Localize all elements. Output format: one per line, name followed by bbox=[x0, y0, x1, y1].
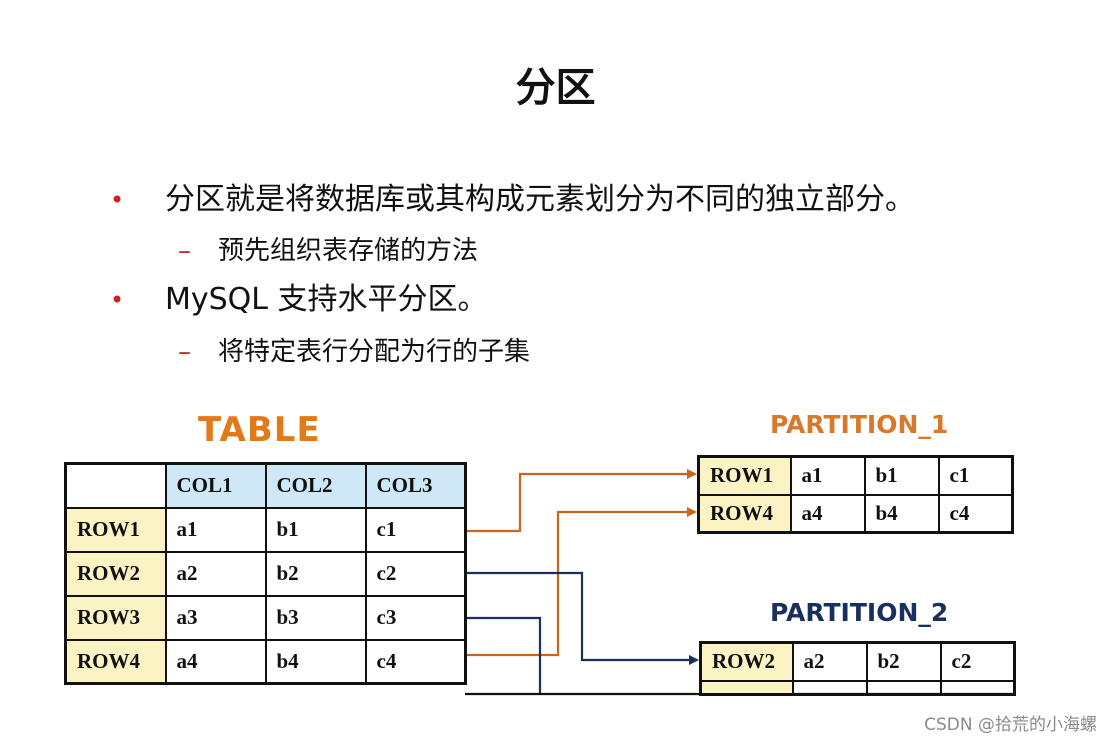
table-cell: b3 bbox=[264, 594, 367, 641]
watermark: CSDN @拾荒的小海螺 bbox=[924, 715, 1097, 735]
bullet-1-sub-text: 预先组织表存储的方法 bbox=[218, 236, 479, 266]
arrow-row4-to-partition-1 bbox=[467, 507, 697, 657]
bullet-marker: • bbox=[110, 186, 125, 214]
sub-bullet-marker: – bbox=[178, 236, 191, 266]
table-cell: c1 bbox=[937, 455, 1014, 496]
table-cell: b2 bbox=[865, 641, 942, 682]
table-cell: b4 bbox=[863, 493, 940, 534]
row-label: ROW2 bbox=[699, 641, 794, 682]
table-cell: a1 bbox=[789, 455, 866, 496]
bullet-marker: • bbox=[110, 286, 125, 314]
partition-1-table: ROW1 a1 b1 c1 ROW4 a4 b4 c4 bbox=[697, 455, 1014, 534]
slide-title: 分区 bbox=[515, 65, 596, 111]
table-cell: b2 bbox=[264, 550, 367, 597]
table-cell: a1 bbox=[164, 506, 267, 553]
table-corner-cell bbox=[64, 462, 167, 509]
arrow-row2-to-partition-2 bbox=[467, 571, 699, 665]
table-header-row: COL1 COL2 COL3 bbox=[64, 462, 467, 509]
column-header: COL1 bbox=[164, 462, 267, 509]
table-row: ROW4 a4 b4 c4 bbox=[697, 493, 1014, 534]
table-cell: c4 bbox=[364, 638, 467, 685]
table-cell: b1 bbox=[863, 455, 940, 496]
bullet-2-text: MySQL 支持水平分区。 bbox=[165, 282, 488, 317]
partition-1-label: PARTITION_1 bbox=[770, 410, 949, 439]
table-cell-empty bbox=[939, 679, 1016, 696]
table-label: TABLE bbox=[198, 410, 321, 450]
table-row: ROW1 a1 b1 c1 bbox=[697, 455, 1014, 496]
partition-2-table: ROW2 a2 b2 c2 bbox=[699, 641, 1016, 696]
column-header: COL3 bbox=[364, 462, 467, 509]
table-cell: a4 bbox=[164, 638, 267, 685]
arrow-row1-to-partition-1 bbox=[467, 469, 697, 533]
table-cell-empty bbox=[865, 679, 942, 696]
table-cell: a2 bbox=[164, 550, 267, 597]
row-label: ROW1 bbox=[64, 506, 167, 553]
table-cell: c3 bbox=[364, 594, 467, 641]
table-cell: c4 bbox=[937, 493, 1014, 534]
table-cell: a3 bbox=[164, 594, 267, 641]
table-row: ROW2 a2 b2 c2 bbox=[699, 641, 1016, 682]
row-label-empty bbox=[699, 679, 794, 696]
table-row: ROW3 a3 b3 c3 bbox=[64, 594, 467, 641]
table-cell: c2 bbox=[364, 550, 467, 597]
bullet-1-text: 分区就是将数据库或其构成元素划分为不同的独立部分。 bbox=[165, 182, 915, 217]
table-cell: a4 bbox=[789, 493, 866, 534]
row-label: ROW4 bbox=[697, 493, 792, 534]
table-cell: a2 bbox=[791, 641, 868, 682]
bullet-2-sub-text: 将特定表行分配为行的子集 bbox=[218, 337, 531, 367]
table-cell: c2 bbox=[939, 641, 1016, 682]
source-table: COL1 COL2 COL3 ROW1 a1 b1 c1 ROW2 a2 b2 … bbox=[64, 462, 467, 685]
row-label: ROW2 bbox=[64, 550, 167, 597]
row-label: ROW3 bbox=[64, 594, 167, 641]
table-row: ROW4 a4 b4 c4 bbox=[64, 638, 467, 685]
row-label: ROW1 bbox=[697, 455, 792, 496]
table-cell: c1 bbox=[364, 506, 467, 553]
column-header: COL2 bbox=[264, 462, 367, 509]
table-row: ROW2 a2 b2 c2 bbox=[64, 550, 467, 597]
partition-2-label: PARTITION_2 bbox=[770, 598, 949, 627]
line-row3-to-partition-2 bbox=[467, 616, 542, 694]
table-cell: b4 bbox=[264, 638, 367, 685]
table-cell-empty bbox=[791, 679, 868, 696]
sub-bullet-marker: – bbox=[178, 337, 191, 367]
table-row-empty bbox=[699, 679, 1016, 696]
row-label: ROW4 bbox=[64, 638, 167, 685]
table-cell: b1 bbox=[264, 506, 367, 553]
table-row: ROW1 a1 b1 c1 bbox=[64, 506, 467, 553]
